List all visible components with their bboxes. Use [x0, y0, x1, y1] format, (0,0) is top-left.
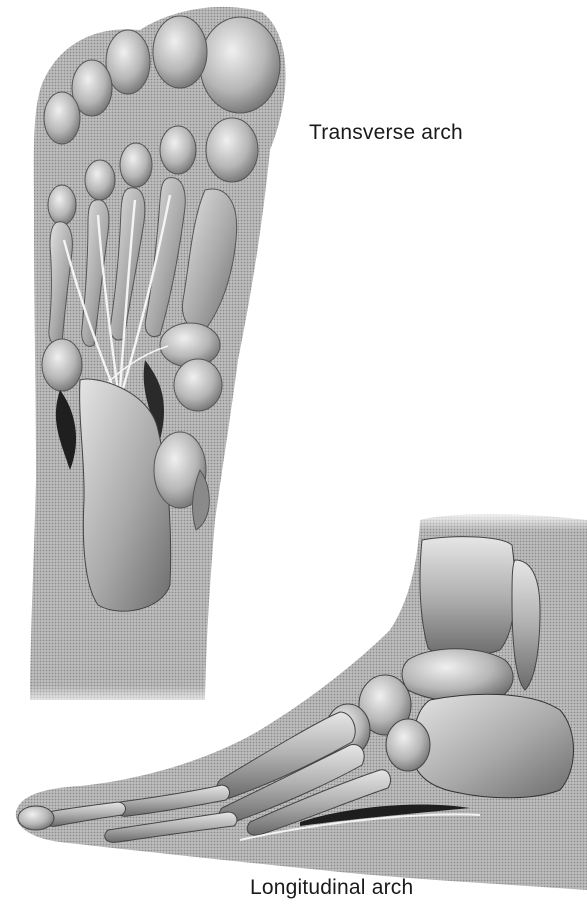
calcaneus: [412, 694, 574, 797]
tibia: [420, 537, 515, 658]
transverse-arch-label: Transverse arch: [309, 121, 463, 145]
transverse-arch-foot: [0, 7, 286, 710]
talus: [402, 649, 513, 702]
cuboid: [386, 719, 430, 771]
longitudinal-arch-label: Longitudinal arch: [250, 876, 413, 900]
